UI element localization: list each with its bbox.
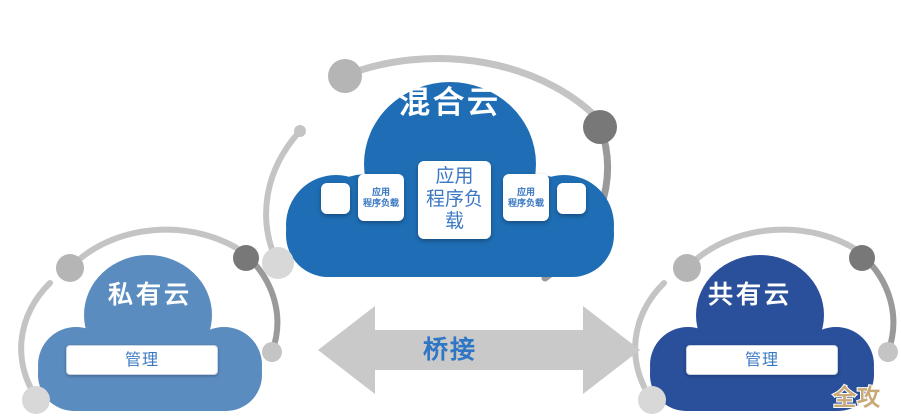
node-hybrid-left — [294, 125, 306, 137]
hybrid-cloud-title: 混合云 — [399, 85, 501, 120]
workload-tile-label: 应用 程序负载 — [507, 186, 544, 208]
private-cloud-manage-button[interactable]: 管理 — [66, 345, 218, 375]
workload-tile-center[interactable]: 应用 程序负载 — [418, 161, 491, 239]
hybrid-orbit-arc-left — [263, 128, 303, 265]
node-private-top-left — [56, 254, 84, 282]
public-cloud-manage-button[interactable]: 管理 — [686, 345, 838, 375]
workload-tile-small-left[interactable]: 应用 程序负载 — [358, 174, 404, 221]
node-hybrid-top-left — [328, 59, 362, 93]
node-public-bottom — [638, 386, 666, 414]
node-public-top-left — [673, 254, 701, 282]
workload-tile-small-right[interactable]: 应用 程序负载 — [503, 174, 549, 221]
hybrid-orbit-arc-top — [340, 55, 607, 128]
public-orbit-arc-top — [687, 226, 863, 268]
workload-tile-blank-right[interactable] — [557, 183, 586, 214]
private-orbit-arc-left — [18, 280, 53, 403]
public-cloud-title: 共有云 — [707, 281, 792, 309]
workload-tile-label: 应用 程序负载 — [425, 166, 483, 233]
watermark-text: 全攻略 — [832, 383, 881, 411]
orbit-nodes — [22, 59, 898, 414]
public-orbit-arc-left — [632, 280, 667, 403]
node-public-mid-right — [878, 342, 898, 362]
node-hybrid-bottom-left — [262, 247, 294, 279]
workload-tile-blank-left[interactable] — [321, 183, 350, 214]
bridge-label: 桥接 — [422, 336, 477, 364]
workload-tile-label: 应用 程序负载 — [362, 186, 399, 208]
private-orbit-arc-top — [70, 226, 246, 268]
node-public-right — [849, 245, 875, 271]
private-cloud-title: 私有云 — [107, 281, 192, 309]
node-hybrid-right — [583, 110, 617, 144]
node-private-right — [233, 245, 259, 271]
node-private-bottom — [22, 386, 50, 414]
node-private-mid-right — [262, 342, 282, 362]
bridge-arrow[interactable] — [318, 306, 640, 394]
